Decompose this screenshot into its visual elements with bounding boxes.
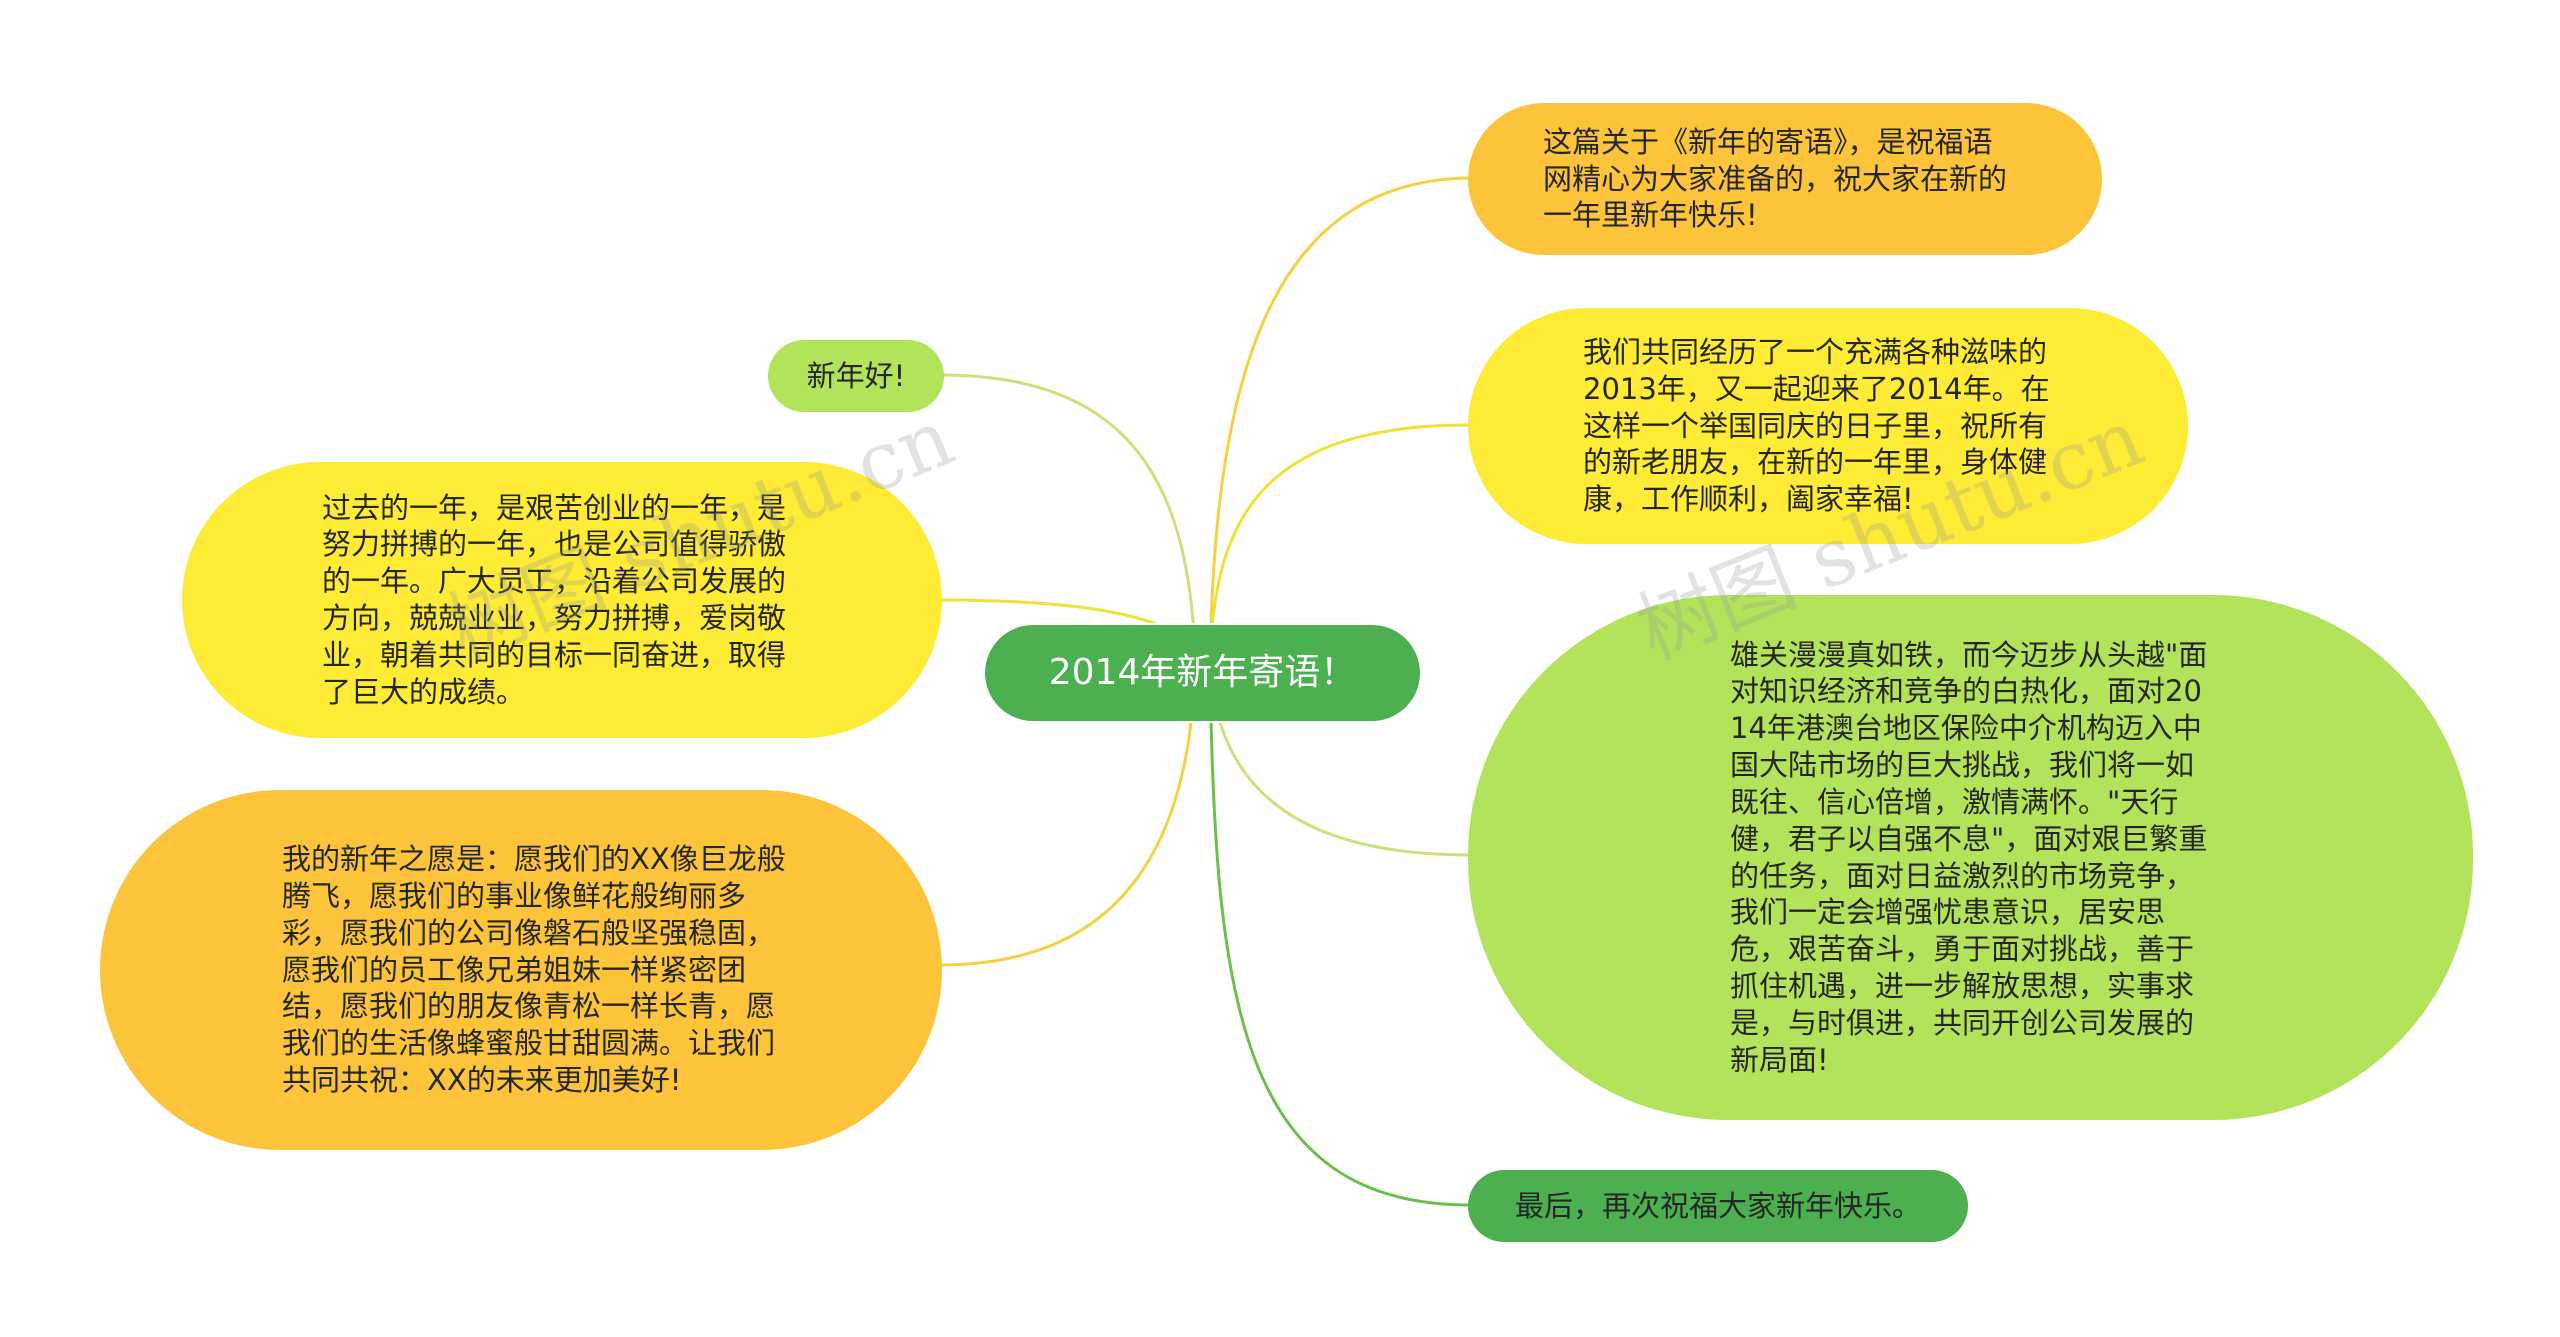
node-greeting-text: 新年好!	[806, 358, 906, 393]
link-to-greeting	[939, 373, 1197, 661]
link-to-intro	[1208, 176, 1471, 661]
node-challenge[interactable]: 雄关漫漫真如铁，而今迈步从头越"面对知识经济和竞争的白热化，面对2014年港澳台…	[1468, 595, 2473, 1120]
link-to-wishes	[939, 664, 1197, 967]
node-challenge-text: 雄关漫漫真如铁，而今迈步从头越"面对知识经济和竞争的白热化，面对2014年港澳台…	[1730, 637, 2208, 1077]
link-to-experience	[1208, 423, 1471, 661]
node-greeting[interactable]: 新年好!	[768, 340, 944, 412]
node-past-year-text: 过去的一年，是艰苦创业的一年，是努力拼搏的一年，也是公司值得骄傲的一年。广大员工…	[322, 490, 787, 709]
node-wishes[interactable]: 我的新年之愿是：愿我们的XX像巨龙般腾飞，愿我们的事业像鲜花般绚丽多彩，愿我们的…	[100, 790, 942, 1150]
center-topic[interactable]: 2014年新年寄语！	[985, 625, 1420, 721]
node-intro-text: 这篇关于《新年的寄语》，是祝福语网精心为大家准备的，祝大家在新的一年里新年快乐!	[1543, 124, 2008, 233]
node-intro[interactable]: 这篇关于《新年的寄语》，是祝福语网精心为大家准备的，祝大家在新的一年里新年快乐!	[1468, 103, 2102, 255]
node-wishes-text: 我的新年之愿是：愿我们的XX像巨龙般腾飞，愿我们的事业像鲜花般绚丽多彩，愿我们的…	[282, 842, 786, 1098]
node-experience[interactable]: 我们共同经历了一个充满各种滋味的2013年，又一起迎来了2014年。在这样一个举…	[1468, 308, 2188, 544]
link-to-final	[1208, 669, 1471, 1207]
node-past-year[interactable]: 过去的一年，是艰苦创业的一年，是努力拼搏的一年，也是公司值得骄傲的一年。广大员工…	[182, 462, 942, 738]
center-topic-label: 2014年新年寄语！	[1048, 652, 1357, 694]
node-experience-text: 我们共同经历了一个充满各种滋味的2013年，又一起迎来了2014年。在这样一个举…	[1583, 334, 2050, 517]
node-final[interactable]: 最后，再次祝福大家新年快乐。	[1468, 1170, 1968, 1242]
node-final-text: 最后，再次祝福大家新年快乐。	[1514, 1188, 1921, 1223]
